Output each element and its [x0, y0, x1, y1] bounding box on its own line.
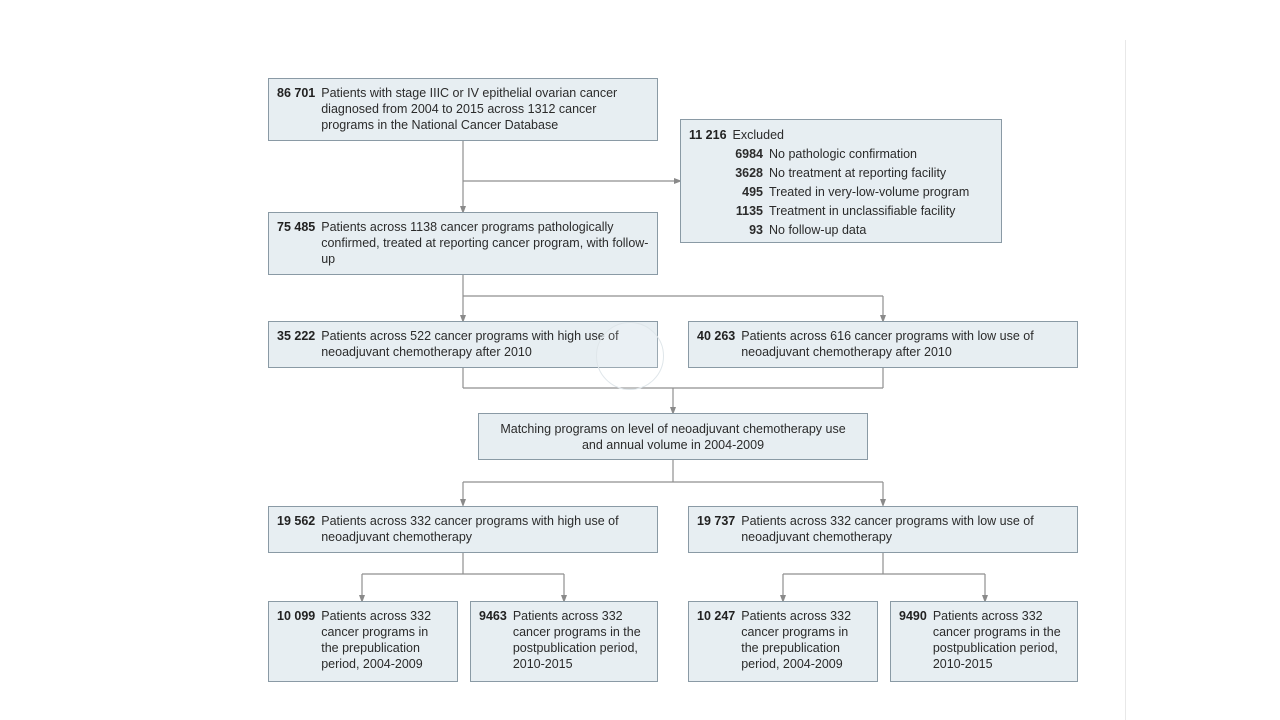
low-pre-count: 10 247: [697, 609, 736, 623]
matched-high-text: Patients across 332 cancer programs with…: [321, 514, 619, 544]
high-post-text: Patients across 332 cancer programs in t…: [512, 609, 641, 671]
matched-high-box: 19 562 Patients across 332 cancer progra…: [268, 506, 658, 553]
matched-low-count: 19 737: [697, 514, 736, 528]
matching-box: Matching programs on level of neoadjuvan…: [478, 413, 868, 460]
excluded-item-count: 93: [749, 223, 763, 237]
excluded-item: 93 No follow-up data: [689, 222, 993, 238]
low-use-count: 40 263: [697, 329, 736, 343]
excluded-item: 495 Treated in very-low-volume program: [689, 184, 993, 200]
low-use-text: Patients across 616 cancer programs with…: [741, 329, 1034, 359]
matched-high-count: 19 562: [277, 514, 316, 528]
low-use-box: 40 263 Patients across 616 cancer progra…: [688, 321, 1078, 368]
high-use-text: Patients across 522 cancer programs with…: [321, 329, 619, 359]
matching-text: Matching programs on level of neoadjuvan…: [500, 422, 846, 452]
excluded-item: 1135 Treatment in unclassifiable facilit…: [689, 203, 993, 219]
low-pre-text: Patients across 332 cancer programs in t…: [741, 609, 852, 671]
excluded-item-count: 6984: [735, 147, 763, 161]
excluded-item-count: 495: [742, 185, 763, 199]
confirmed-population-box: 75 485 Patients across 1138 cancer progr…: [268, 212, 658, 275]
high-pre-text: Patients across 332 cancer programs in t…: [321, 609, 432, 671]
high-post-count: 9463: [479, 609, 507, 623]
excluded-item-count: 3628: [735, 166, 763, 180]
excluded-item-text: No pathologic confirmation: [769, 147, 917, 161]
source-count: 86 701: [277, 86, 316, 100]
high-pre-count: 10 099: [277, 609, 316, 623]
excluded-item-text: No follow-up data: [769, 223, 867, 237]
low-prepublication-box: 10 247 Patients across 332 cancer progra…: [688, 601, 878, 682]
excluded-item-text: Treated in very-low-volume program: [769, 185, 970, 199]
cursor-highlight: [596, 322, 664, 390]
confirmed-text: Patients across 1138 cancer programs pat…: [321, 220, 649, 266]
high-use-count: 35 222: [277, 329, 316, 343]
excluded-item-count: 1135: [735, 204, 763, 218]
confirmed-count: 75 485: [277, 220, 316, 234]
excluded-count: 11 216: [689, 128, 727, 142]
page-divider: [1125, 40, 1126, 720]
high-prepublication-box: 10 099 Patients across 332 cancer progra…: [268, 601, 458, 682]
low-post-count: 9490: [899, 609, 927, 623]
matched-low-text: Patients across 332 cancer programs with…: [741, 514, 1034, 544]
high-postpublication-box: 9463 Patients across 332 cancer programs…: [470, 601, 658, 682]
low-postpublication-box: 9490 Patients across 332 cancer programs…: [890, 601, 1078, 682]
matched-low-box: 19 737 Patients across 332 cancer progra…: [688, 506, 1078, 553]
excluded-item-text: No treatment at reporting facility: [769, 166, 947, 180]
source-text: Patients with stage IIIC or IV epithelia…: [321, 86, 618, 132]
excluded-label: Excluded: [732, 128, 784, 142]
excluded-item: 3628 No treatment at reporting facility: [689, 165, 993, 181]
excluded-item: 6984 No pathologic confirmation: [689, 146, 993, 162]
excluded-box: 11 216 Excluded 6984 No pathologic confi…: [680, 119, 1002, 243]
excluded-item-text: Treatment in unclassifiable facility: [769, 204, 956, 218]
high-use-box: 35 222 Patients across 522 cancer progra…: [268, 321, 658, 368]
low-post-text: Patients across 332 cancer programs in t…: [932, 609, 1061, 671]
source-population-box: 86 701 Patients with stage IIIC or IV ep…: [268, 78, 658, 141]
